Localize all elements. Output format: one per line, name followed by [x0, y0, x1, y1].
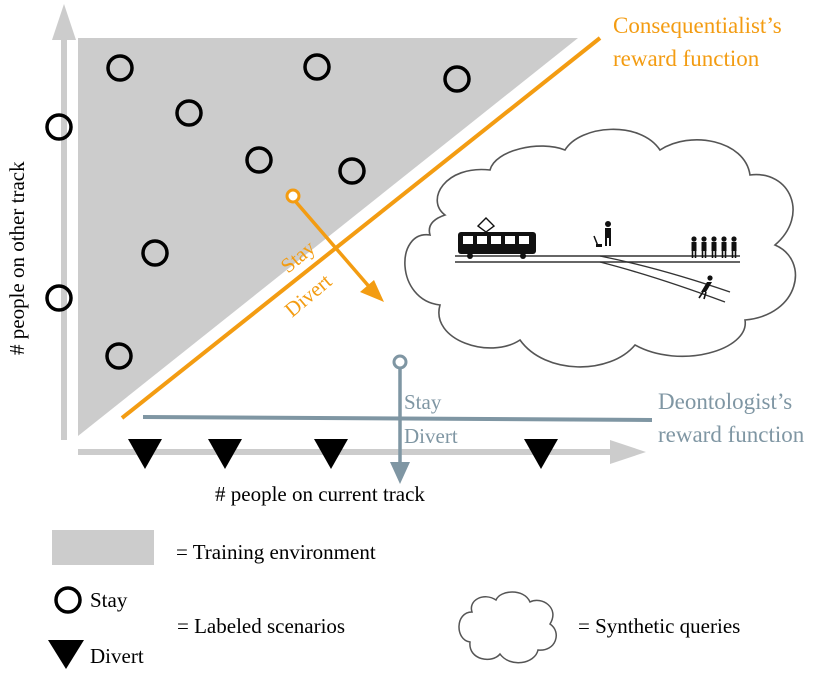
- legend-synthetic-queries: = Synthetic queries: [578, 614, 740, 638]
- divert-marker: [208, 439, 242, 469]
- stay-marker: [106, 54, 134, 82]
- divert-marker: [314, 439, 348, 469]
- stay-marker: [105, 342, 133, 370]
- legend-labeled-scenarios: = Labeled scenarios: [177, 614, 345, 638]
- stay-markers: [45, 53, 471, 370]
- stay-marker: [45, 113, 73, 141]
- divert-marker: [524, 439, 558, 469]
- y-axis: [52, 4, 76, 440]
- consequentialist-reward-line: [120, 36, 602, 420]
- deontologist-label-line2: reward function: [658, 422, 805, 447]
- legend-divert-icon: [48, 640, 84, 669]
- stay-marker: [443, 65, 471, 93]
- legend-divert-label: Divert: [90, 644, 144, 668]
- tram-icon: [458, 217, 536, 259]
- consequentialist-label-line2: reward function: [613, 46, 760, 71]
- consequentialist-query-arrow: [285, 188, 384, 302]
- deontologist-stay-label: Stay: [404, 390, 442, 414]
- stay-marker: [338, 157, 366, 185]
- stay-marker: [45, 284, 73, 312]
- legend-training-label: = Training environment: [176, 540, 376, 564]
- synthetic-query-cloud: [404, 128, 797, 368]
- x-axis-label: # people on current track: [215, 482, 425, 506]
- legend-training-swatch: [52, 530, 154, 565]
- deontologist-query-arrow: [390, 354, 410, 484]
- divert-markers: [128, 439, 558, 469]
- deontologist-divert-label: Divert: [404, 424, 458, 448]
- trolley-scene: [455, 217, 740, 303]
- stay-marker: [175, 99, 203, 127]
- divert-marker: [128, 439, 162, 469]
- five-people-on-track-icon: [691, 236, 737, 258]
- consequentialist-label-line1: Consequentialist’s: [613, 13, 782, 38]
- legend-stay-icon: [54, 586, 82, 614]
- y-axis-label: # people on other track: [5, 161, 29, 355]
- legend-cloud-icon: [458, 591, 557, 664]
- bystander-with-lever-icon: [593, 221, 611, 247]
- stay-marker: [141, 239, 169, 267]
- legend: = Training environment Stay Divert = Lab…: [48, 530, 740, 669]
- stay-marker: [245, 146, 273, 174]
- one-person-on-side-track-icon: [698, 275, 713, 300]
- deontologist-label-line1: Deontologist’s: [658, 389, 792, 414]
- deontologist-reward-line: [142, 415, 653, 422]
- legend-stay-label: Stay: [90, 588, 128, 612]
- x-axis: [78, 440, 646, 464]
- consequentialist-divert-label: Divert: [280, 269, 337, 322]
- stay-marker: [303, 53, 331, 81]
